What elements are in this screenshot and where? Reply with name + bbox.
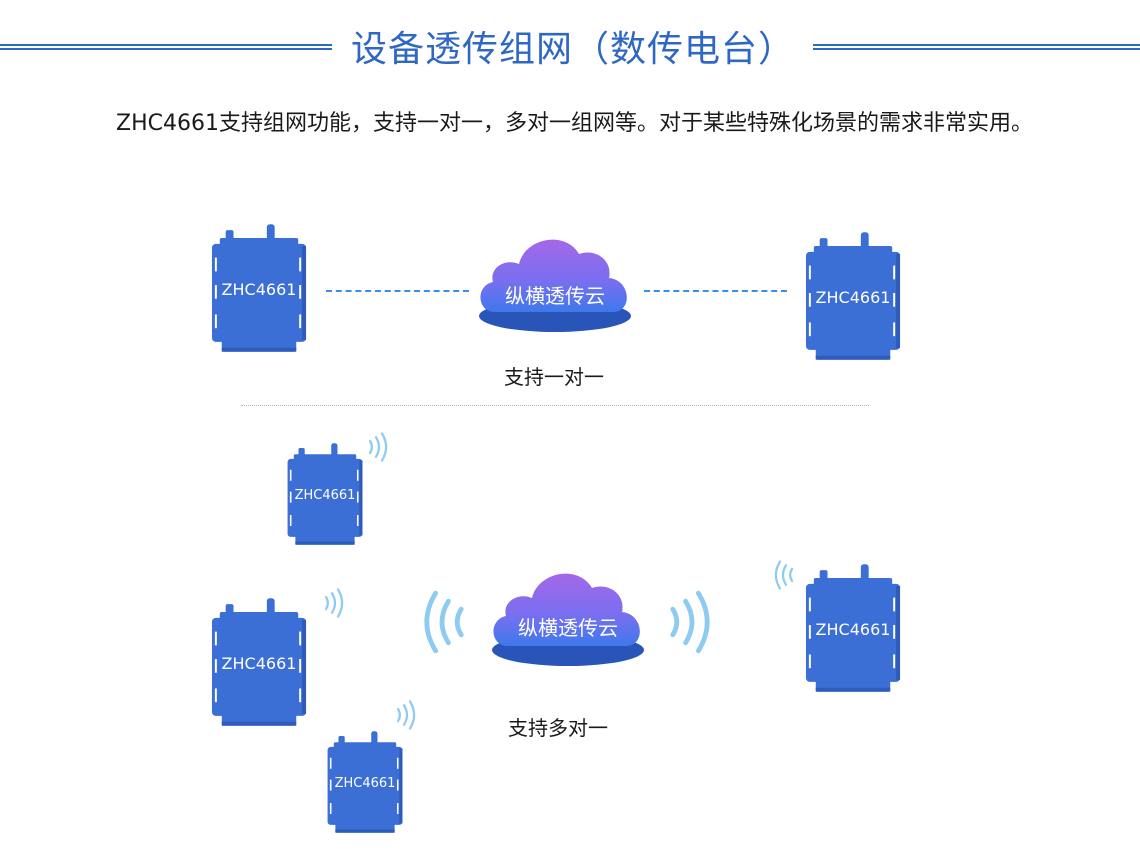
device-top: ZHC4661 (286, 440, 364, 548)
device-bottom: ZHC4661 (326, 728, 404, 836)
section-divider (241, 405, 869, 406)
device-right: ZHC4661 (804, 562, 902, 694)
wireless-signal-icon (320, 586, 350, 620)
device-label: ZHC4661 (334, 776, 396, 791)
intro-paragraph: ZHC4661支持组网功能，支持一对一，多对一组网等。对于某些特殊化场景的需求非… (116, 111, 1033, 136)
device-label: ZHC4661 (815, 620, 891, 639)
cloud-label: 纵横透传云 (505, 284, 605, 308)
device-right: ZHC4661 (804, 230, 902, 362)
device-label: ZHC4661 (294, 488, 356, 503)
title-rule-right (813, 44, 1140, 50)
link-dashed-left (326, 290, 469, 292)
wireless-signal-icon (410, 582, 474, 662)
caption-many-to-one: 支持多对一 (508, 716, 608, 740)
link-dashed-right (644, 290, 787, 292)
cloud-one-to-one: 纵横透传云 (475, 228, 635, 338)
device-label: ZHC4661 (815, 288, 891, 307)
page-title: 设备透传组网（数传电台） (350, 29, 795, 70)
device-left: ZHC4661 (210, 222, 308, 354)
wireless-signal-icon (660, 582, 724, 662)
wireless-signal-icon (768, 558, 798, 592)
title-rule-left (0, 44, 332, 50)
wireless-signal-icon (392, 698, 422, 732)
cloud-many-to-one: 纵横透传云 (488, 562, 648, 672)
title-bar: 设备透传组网（数传电台） (0, 18, 1140, 72)
device-label: ZHC4661 (221, 280, 297, 299)
device-label: ZHC4661 (221, 654, 297, 673)
wireless-signal-icon (364, 430, 394, 464)
caption-one-to-one: 支持一对一 (504, 365, 604, 389)
cloud-label: 纵横透传云 (518, 616, 618, 640)
device-mid: ZHC4661 (210, 596, 308, 728)
